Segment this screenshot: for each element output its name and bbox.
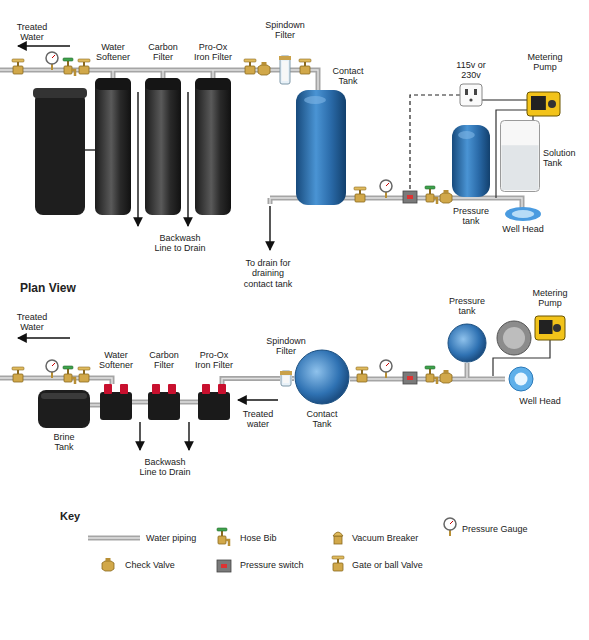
equipment-shape	[294, 349, 350, 405]
equipment-label: Carbon Filter	[142, 350, 186, 371]
pipe-highlight	[90, 404, 100, 405]
annotation-label: Treated Water	[10, 312, 54, 333]
equipment-node: Pro-Ox Iron Filter	[198, 384, 230, 420]
section-heading: Key	[60, 510, 120, 523]
equipment-label: Pro-Ox Iron Filter	[191, 42, 235, 63]
equipment-shape	[296, 90, 346, 205]
equipment-shape	[198, 384, 230, 420]
pipe-highlight	[180, 401, 198, 402]
annotation-label: 115v or 230v	[451, 60, 491, 81]
pipe-connector	[292, 376, 294, 381]
legend-text: Vacuum Breaker	[352, 533, 418, 543]
legend-text: Water piping	[146, 533, 196, 543]
equipment-node: Spindown Filter	[280, 371, 292, 386]
equipment-label: Well Head	[514, 396, 566, 406]
equipment-node: Water Softener	[95, 78, 131, 215]
equipment-label: Carbon Filter	[141, 42, 185, 63]
pipe-highlight	[222, 379, 280, 385]
equipment-label: Spindown Filter	[263, 20, 307, 41]
equipment-label: Pressure tank	[449, 206, 493, 227]
equipment-label: Metering Pump	[527, 288, 573, 309]
equipment-shape	[279, 56, 291, 84]
equipment-shape	[535, 312, 565, 340]
equipment-node: Water Softener	[100, 384, 132, 420]
equipment-shape	[527, 88, 560, 116]
equipment-node: Pro-Ox Iron Filter	[195, 78, 231, 215]
brine-tank-illustration	[33, 88, 95, 215]
equipment-shape	[145, 78, 181, 215]
equipment-node: Carbon Filter	[148, 384, 180, 420]
annotation-label: To drain for draining contact tank	[238, 258, 298, 289]
equipment-shape	[38, 390, 90, 428]
equipment-label: Metering Pump	[522, 52, 568, 73]
key-symbols	[102, 518, 456, 572]
equipment-shape	[148, 384, 180, 420]
annotation-label: Treated water	[238, 409, 278, 430]
equipment-shape	[280, 371, 292, 386]
equipment-shape	[447, 323, 487, 363]
equipment-node: Contact Tank	[294, 349, 350, 405]
equipment-label: Pressure tank	[445, 296, 489, 317]
equipment-node: Well Head	[505, 207, 541, 221]
legend-text: Pressure switch	[240, 560, 304, 570]
legend-text: Check Valve	[125, 560, 175, 570]
fittings	[12, 52, 452, 384]
equipment-label: Water Softener	[91, 42, 135, 63]
annotation-label: Backwash Line to Drain	[152, 233, 208, 254]
equipment-node: Contact Tank	[296, 90, 346, 205]
wiring	[410, 95, 550, 376]
equipment-label: Brine Tank	[44, 432, 84, 453]
section-heading: Plan View	[20, 282, 140, 296]
equipment-node: Metering Pump	[527, 88, 560, 116]
pipe-highlight	[292, 378, 294, 379]
annotation-label: Backwash Line to Drain	[137, 457, 193, 478]
equipment-node: Pressure tank	[447, 323, 487, 363]
equipment-shape	[100, 384, 132, 420]
equipment-node: Brine Tank	[38, 390, 90, 428]
power-outlet	[460, 84, 482, 106]
equipment-node: Carbon Filter	[145, 78, 181, 215]
equipment-label: Contact Tank	[328, 66, 368, 87]
legend-text: Pressure Gauge	[462, 524, 528, 534]
pipe-connector	[222, 379, 280, 385]
equipment-label: Contact Tank	[302, 409, 342, 430]
equipment-label: Water Softener	[94, 350, 138, 371]
equipment-shape	[195, 78, 231, 215]
equipment-shape	[505, 366, 537, 392]
equipment-shape	[452, 125, 490, 197]
pipe-highlight	[0, 70, 522, 538]
equipment-node: Metering Pump	[535, 312, 565, 340]
pipe-connector	[132, 400, 148, 405]
legend-text: Gate or ball Valve	[352, 560, 423, 570]
equipment-label: Pro-Ox Iron Filter	[192, 350, 236, 371]
equipment-node: Well Head	[505, 366, 537, 392]
water-pipe	[0, 70, 522, 538]
annotation-label: Treated Water	[10, 22, 54, 43]
equipment-node: Pressure tank	[452, 125, 490, 197]
equipment-shape	[95, 78, 131, 215]
equipment-shape	[500, 120, 540, 192]
equipment-node: Spindown Filter	[279, 56, 291, 84]
flow-arrows	[18, 46, 278, 450]
equipment-shape	[505, 207, 541, 221]
legend-text: Hose Bib	[240, 533, 277, 543]
equipment-label: Spindown Filter	[264, 336, 308, 357]
pipe-connector	[90, 403, 100, 408]
solution-tank-plan	[497, 321, 531, 355]
equipment-label: Well Head	[497, 224, 549, 234]
pipe-connector	[180, 400, 198, 405]
equipment-node: Solution Tank	[500, 120, 540, 192]
pipe-highlight	[132, 401, 148, 402]
equipment-label: Solution Tank	[543, 148, 587, 169]
